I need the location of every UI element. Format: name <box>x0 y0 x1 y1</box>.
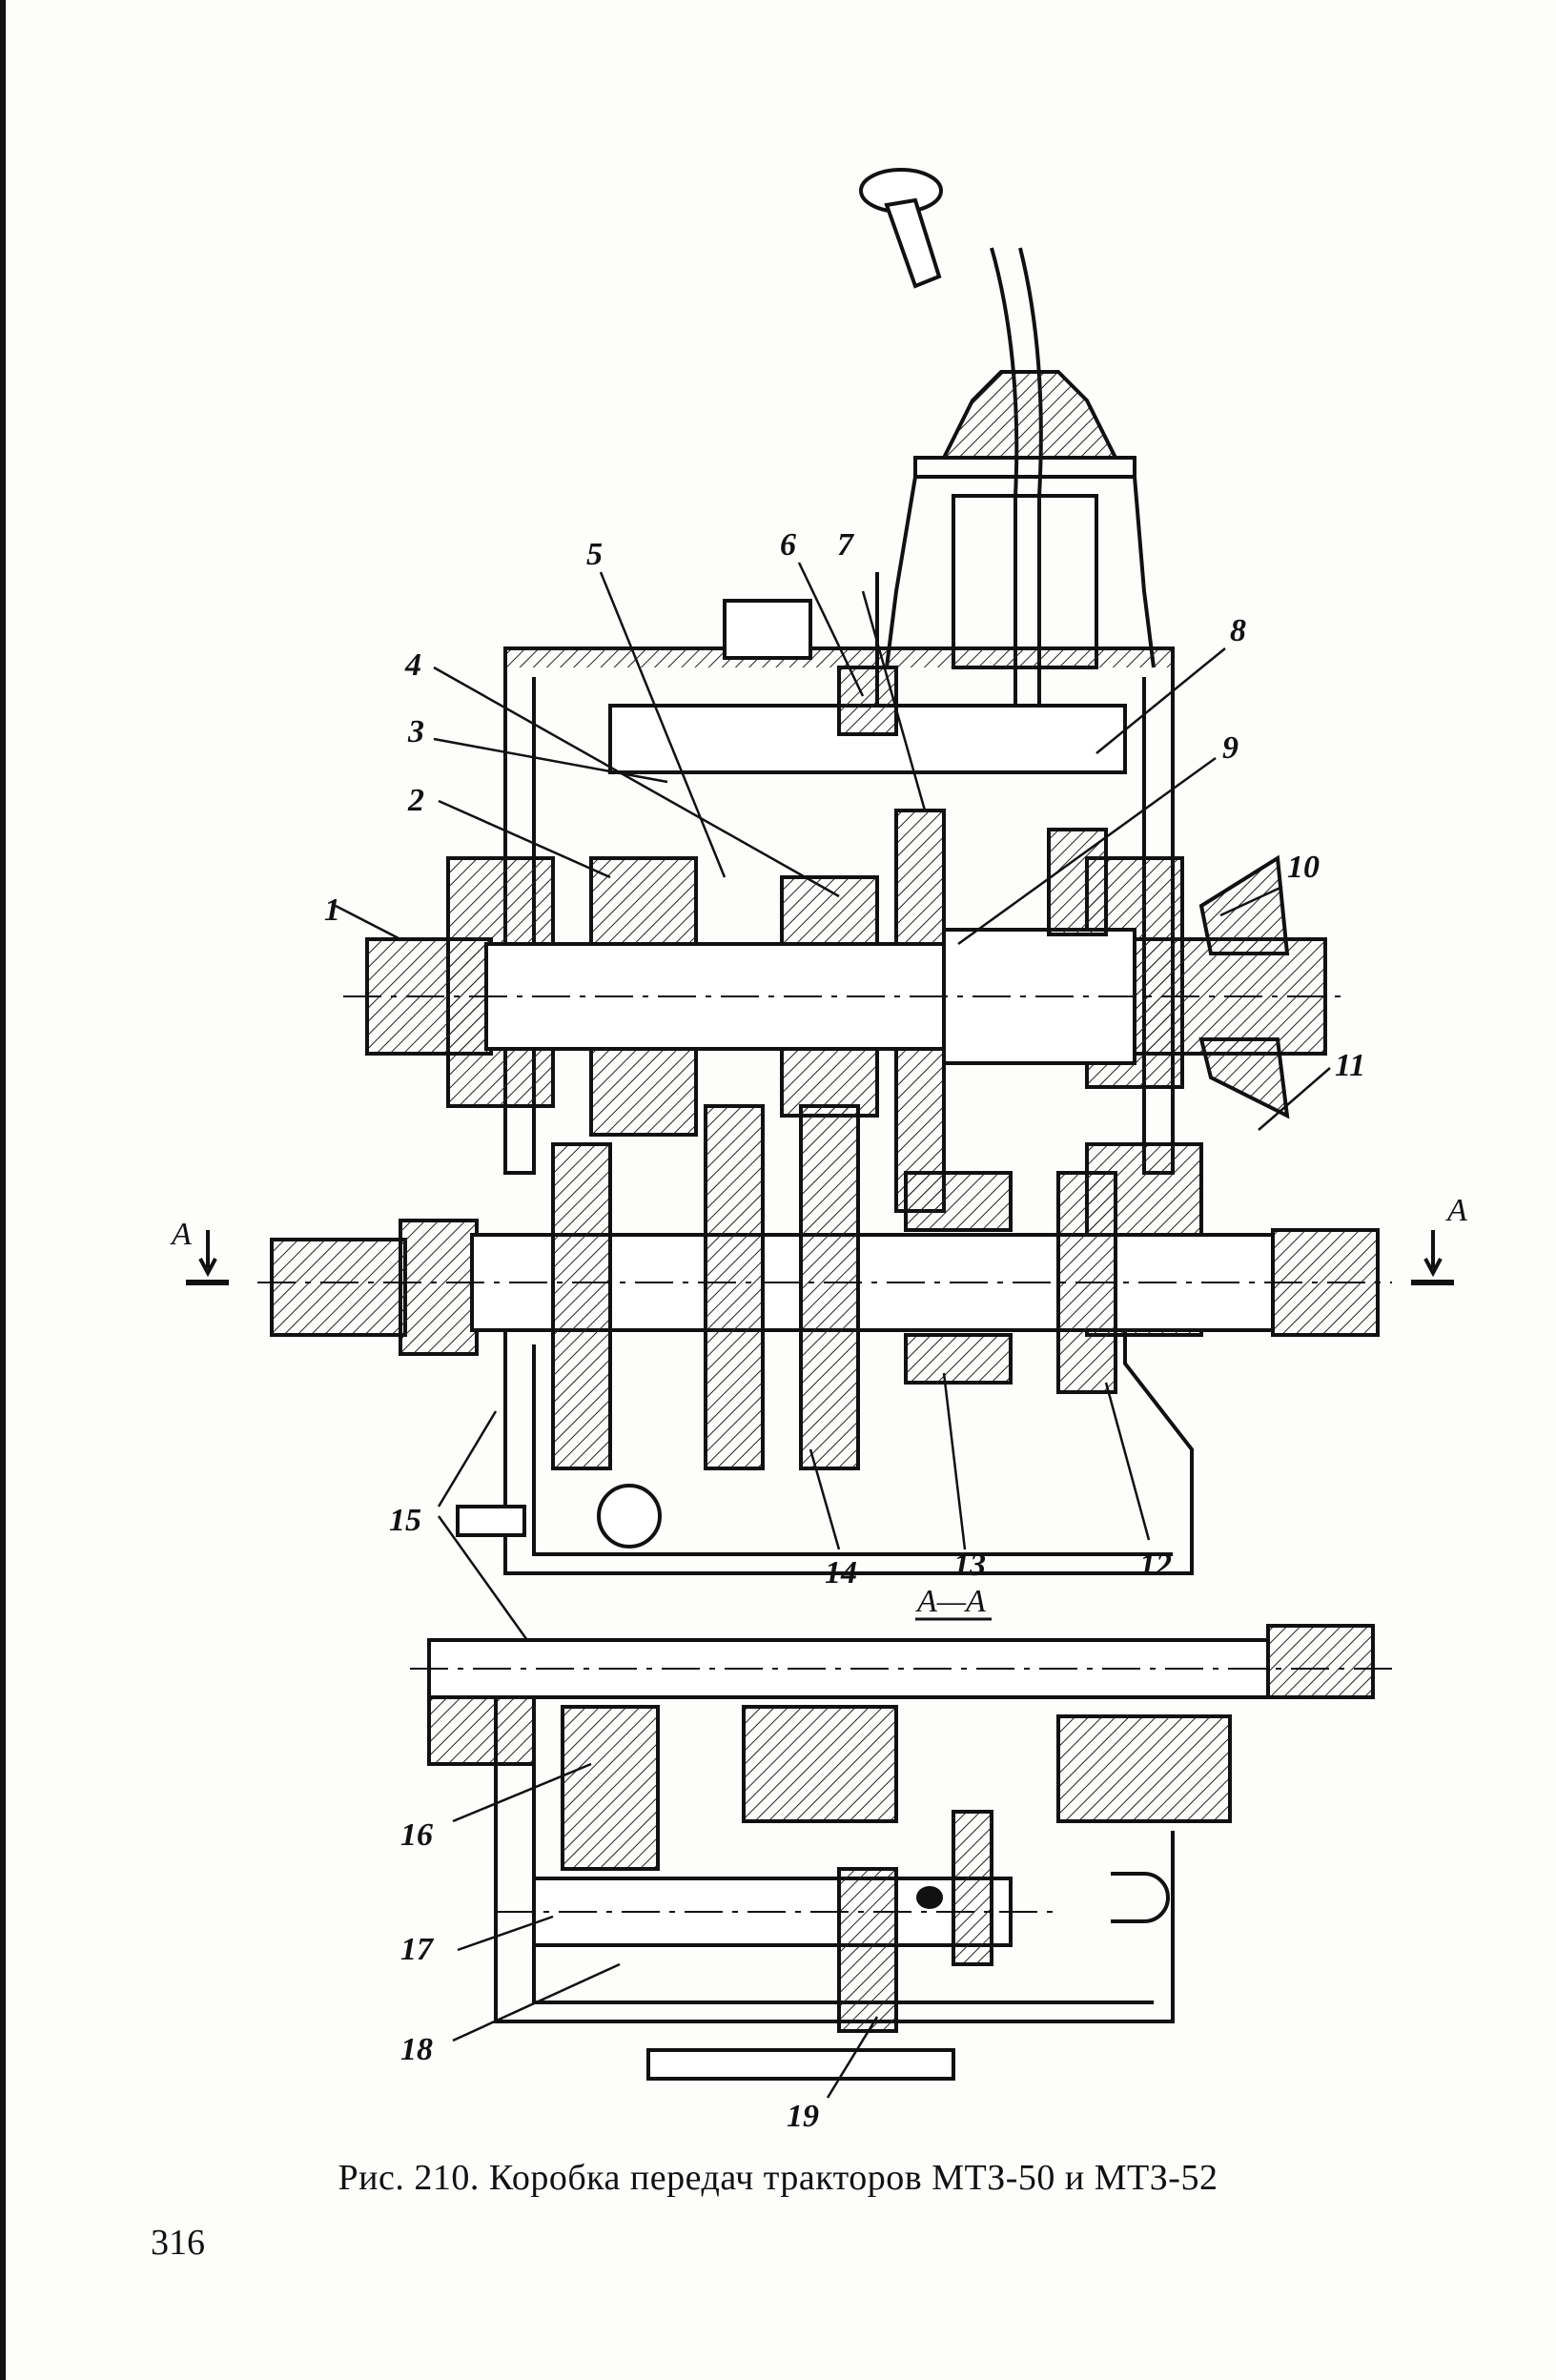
callout-18: 18 <box>400 2032 433 2067</box>
section-title: А—А <box>915 1584 986 1619</box>
callout-10: 10 <box>1287 850 1320 885</box>
callout-7: 7 <box>837 527 855 563</box>
section-a-a-view <box>410 1617 1392 2099</box>
scan-edge <box>0 0 6 2380</box>
section-arrows <box>186 1230 1454 1285</box>
upper-gears <box>589 809 1290 1213</box>
page-number: 316 <box>151 2223 205 2263</box>
callout-1: 1 <box>324 892 340 928</box>
gearbox-longitudinal-section <box>186 168 1454 1651</box>
callout-14: 14 <box>825 1555 857 1590</box>
callout-2: 2 <box>407 783 424 818</box>
leader-lines <box>335 562 1331 1651</box>
callout-3: 3 <box>407 714 424 749</box>
callout-9: 9 <box>1222 730 1239 766</box>
section-mark-right: А <box>1445 1193 1467 1228</box>
callout-12: 12 <box>1139 1548 1172 1583</box>
callout-8: 8 <box>1230 613 1246 648</box>
callout-6: 6 <box>780 527 796 563</box>
callout-4: 4 <box>404 647 421 683</box>
shift-tower <box>885 370 1156 669</box>
callout-15: 15 <box>389 1503 421 1538</box>
callout-19: 19 <box>787 2099 819 2134</box>
shift-lever <box>859 168 1043 744</box>
section-mark-left: А <box>170 1217 192 1252</box>
callout-11: 11 <box>1335 1048 1365 1083</box>
callout-13: 13 <box>953 1548 986 1583</box>
housing-top <box>503 572 1175 774</box>
callout-17: 17 <box>400 1932 435 1967</box>
figure-caption: Рис. 210. Коробка передач тракторов МТЗ-… <box>338 2158 1218 2198</box>
callout-labels: 1 2 3 4 5 6 7 8 9 10 11 12 13 14 15 16 1… <box>170 527 1467 2134</box>
primary-shaft <box>343 928 1344 1065</box>
secondary-shaft <box>257 1104 1392 1549</box>
callout-5: 5 <box>586 537 603 572</box>
callout-16: 16 <box>400 1817 433 1853</box>
